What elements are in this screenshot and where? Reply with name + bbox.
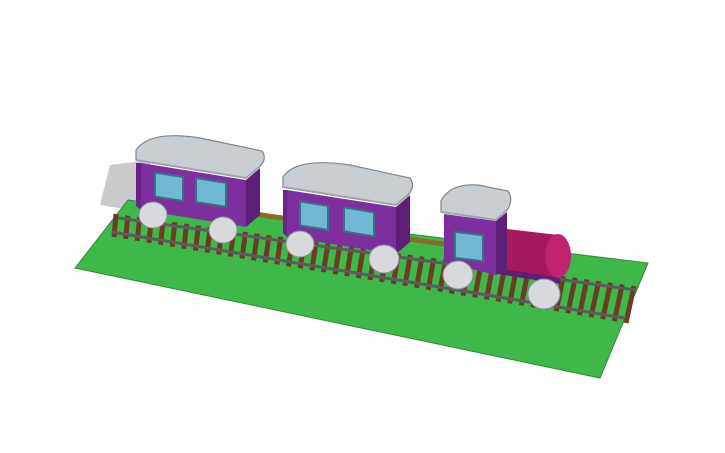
coupler <box>255 211 289 222</box>
wheel <box>527 278 561 310</box>
cab-roof <box>440 184 512 221</box>
wheel <box>368 244 400 274</box>
sleeper <box>588 280 602 318</box>
car-end-left <box>136 163 141 210</box>
car-end <box>246 168 260 227</box>
locomotive <box>440 184 571 310</box>
wheel <box>208 216 238 244</box>
car-end <box>396 195 410 254</box>
sleeper <box>623 285 637 324</box>
window <box>154 171 184 203</box>
passenger-car-1 <box>135 135 265 244</box>
window <box>454 230 484 263</box>
sleeper <box>600 282 613 320</box>
roof-edge <box>440 209 508 222</box>
wheel <box>442 260 474 290</box>
cab-end <box>496 212 507 275</box>
window <box>299 200 329 232</box>
window <box>195 176 227 208</box>
coupler <box>403 235 449 248</box>
sleeper <box>611 283 625 322</box>
roof <box>135 135 265 179</box>
window <box>343 206 375 238</box>
roof-edge <box>135 159 259 180</box>
passenger-car-2 <box>282 162 414 274</box>
boiler-front <box>545 234 571 278</box>
wheel <box>138 201 168 229</box>
roof-edge <box>282 186 409 207</box>
car-end-left <box>283 190 287 237</box>
roof <box>282 162 414 206</box>
wheel <box>285 230 315 258</box>
